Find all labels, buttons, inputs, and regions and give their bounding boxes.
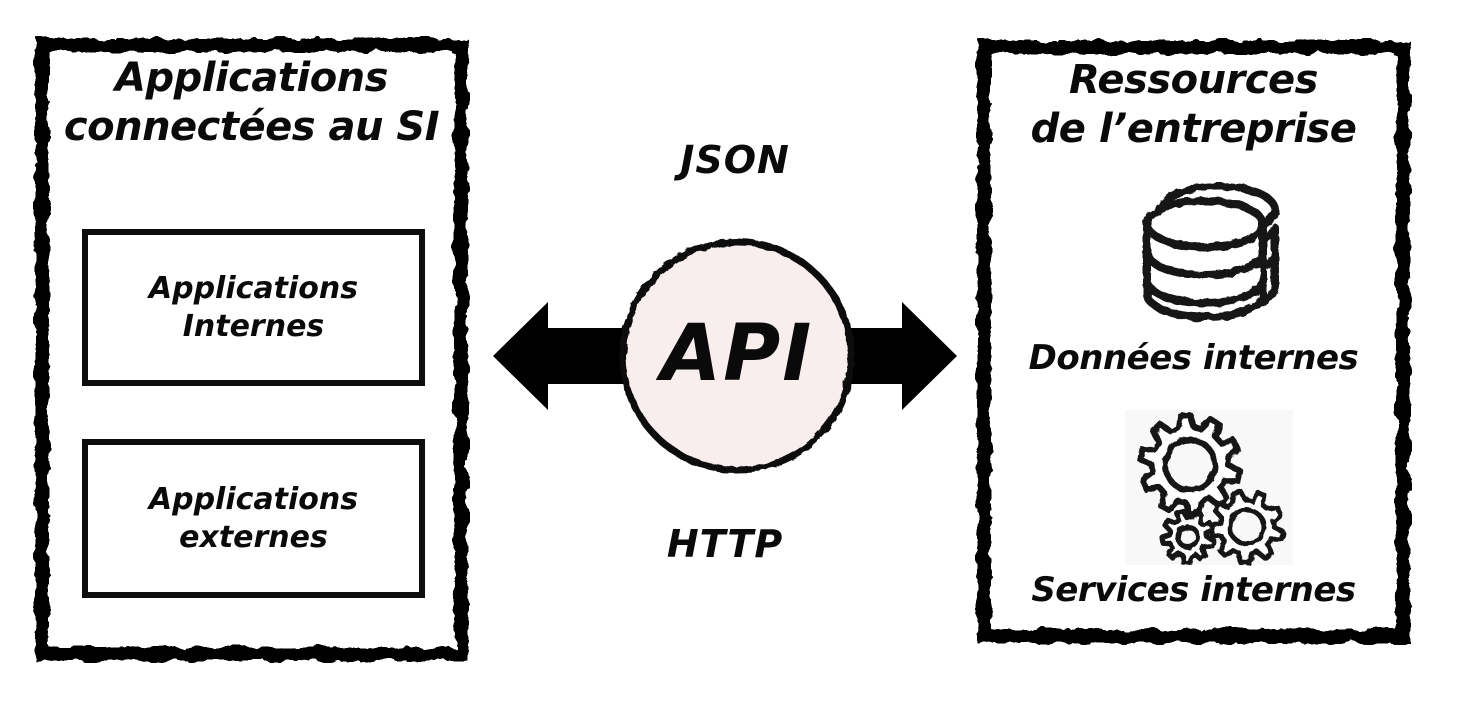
api-circle-icon xyxy=(619,238,855,474)
external-applications-box: Applications externes xyxy=(82,439,425,598)
internal-data-label: Données internes xyxy=(1028,338,1359,378)
internal-applications-box: Applications Internes xyxy=(82,229,425,386)
right-panel-title-line1: Ressources xyxy=(1069,57,1318,103)
enterprise-resources-panel: Ressources de l’entreprise Données inter… xyxy=(975,38,1412,645)
left-panel-title: Applications connectées au SI xyxy=(33,54,470,152)
internal-services-label: Services internes xyxy=(1031,570,1356,610)
right-panel-title: Ressources de l’entreprise xyxy=(975,56,1412,154)
http-label: HTTP xyxy=(666,522,784,566)
internal-applications-label: Applications Internes xyxy=(148,271,359,344)
right-panel-title-line2: de l’entreprise xyxy=(1030,105,1357,152)
left-panel-title-line1: Applications xyxy=(115,55,388,101)
json-label: JSON xyxy=(680,138,790,182)
connected-applications-panel: Applications connectées au SI Applicatio… xyxy=(33,36,470,663)
api-hub-label: API xyxy=(660,309,814,399)
external-applications-label: Applications externes xyxy=(148,482,359,555)
left-panel-title-line2: connectées au SI xyxy=(63,103,440,150)
api-hub: API xyxy=(612,233,862,479)
database-icon xyxy=(1135,176,1280,324)
gears-icon xyxy=(1128,408,1288,568)
